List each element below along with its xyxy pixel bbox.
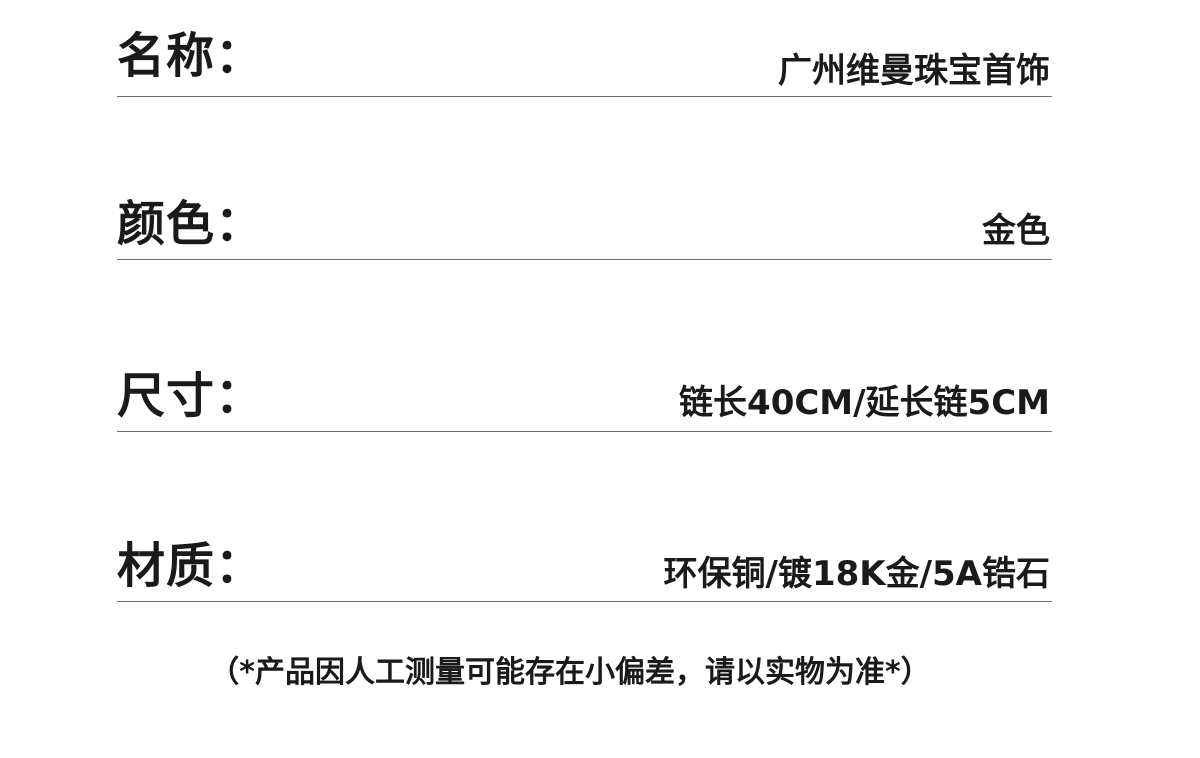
spec-row-material: 材质： 环保铜/镀18K金/5A锆石 [117, 0, 1052, 602]
spec-value-size: 链长40CM/延长链5CM [679, 383, 1050, 423]
spec-value-name: 广州维曼珠宝首饰 [778, 51, 1050, 91]
spec-label-size: 尺寸： [117, 368, 265, 424]
spec-row-color: 颜色： 金色 [117, 0, 1052, 260]
spec-row-size: 尺寸： 链长40CM/延长链5CM [117, 0, 1052, 432]
disclaimer-note: （*产品因人工测量可能存在小偏差，请以实物为准*） [209, 655, 931, 690]
spec-label-name: 名称： [117, 28, 265, 84]
spec-row-name: 名称： 广州维曼珠宝首饰 [117, 0, 1052, 97]
spec-label-color: 颜色： [117, 196, 265, 252]
spec-label-material: 材质： [117, 538, 265, 594]
spec-value-material: 环保铜/镀18K金/5A锆石 [663, 554, 1050, 594]
spec-value-color: 金色 [982, 211, 1050, 251]
